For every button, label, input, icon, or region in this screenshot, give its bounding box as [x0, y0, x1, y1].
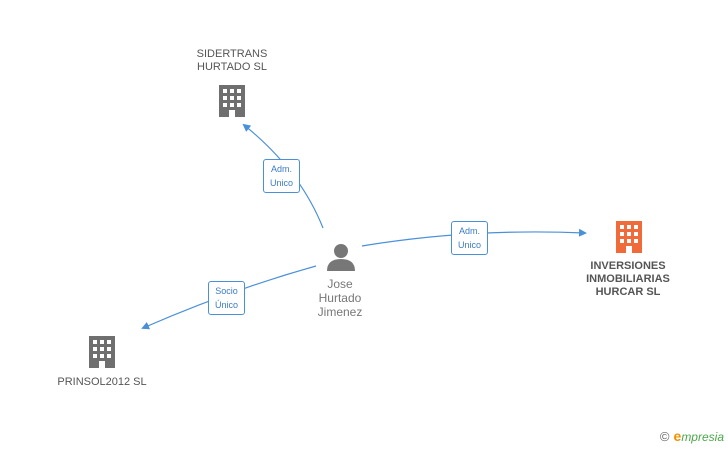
node-label-sidertrans[interactable]: SIDERTRANS HURTADO SL [196, 48, 268, 73]
edge-label-sidertrans: Adm. Unico [263, 159, 301, 193]
person-icon [327, 244, 355, 271]
copyright-symbol: © [659, 429, 670, 444]
node-label-person[interactable]: Jose Hurtado Jimenez [317, 277, 363, 319]
edge-label-inversiones: Adm. Unico [451, 221, 489, 255]
node-label-prinsol[interactable]: PRINSOL2012 SL [57, 376, 147, 388]
node-label-inversiones[interactable]: INVERSIONES INMOBILIARIAS HURCAR SL [586, 260, 670, 298]
edge-label-prinsol: Socio Único [208, 281, 246, 315]
brand-name: mpresia [681, 430, 724, 444]
building-icon [616, 221, 642, 253]
building-icon [219, 85, 245, 117]
building-icon [89, 336, 115, 368]
brand-logo: ©empresia [660, 428, 724, 444]
brand-initial: e [673, 428, 682, 444]
